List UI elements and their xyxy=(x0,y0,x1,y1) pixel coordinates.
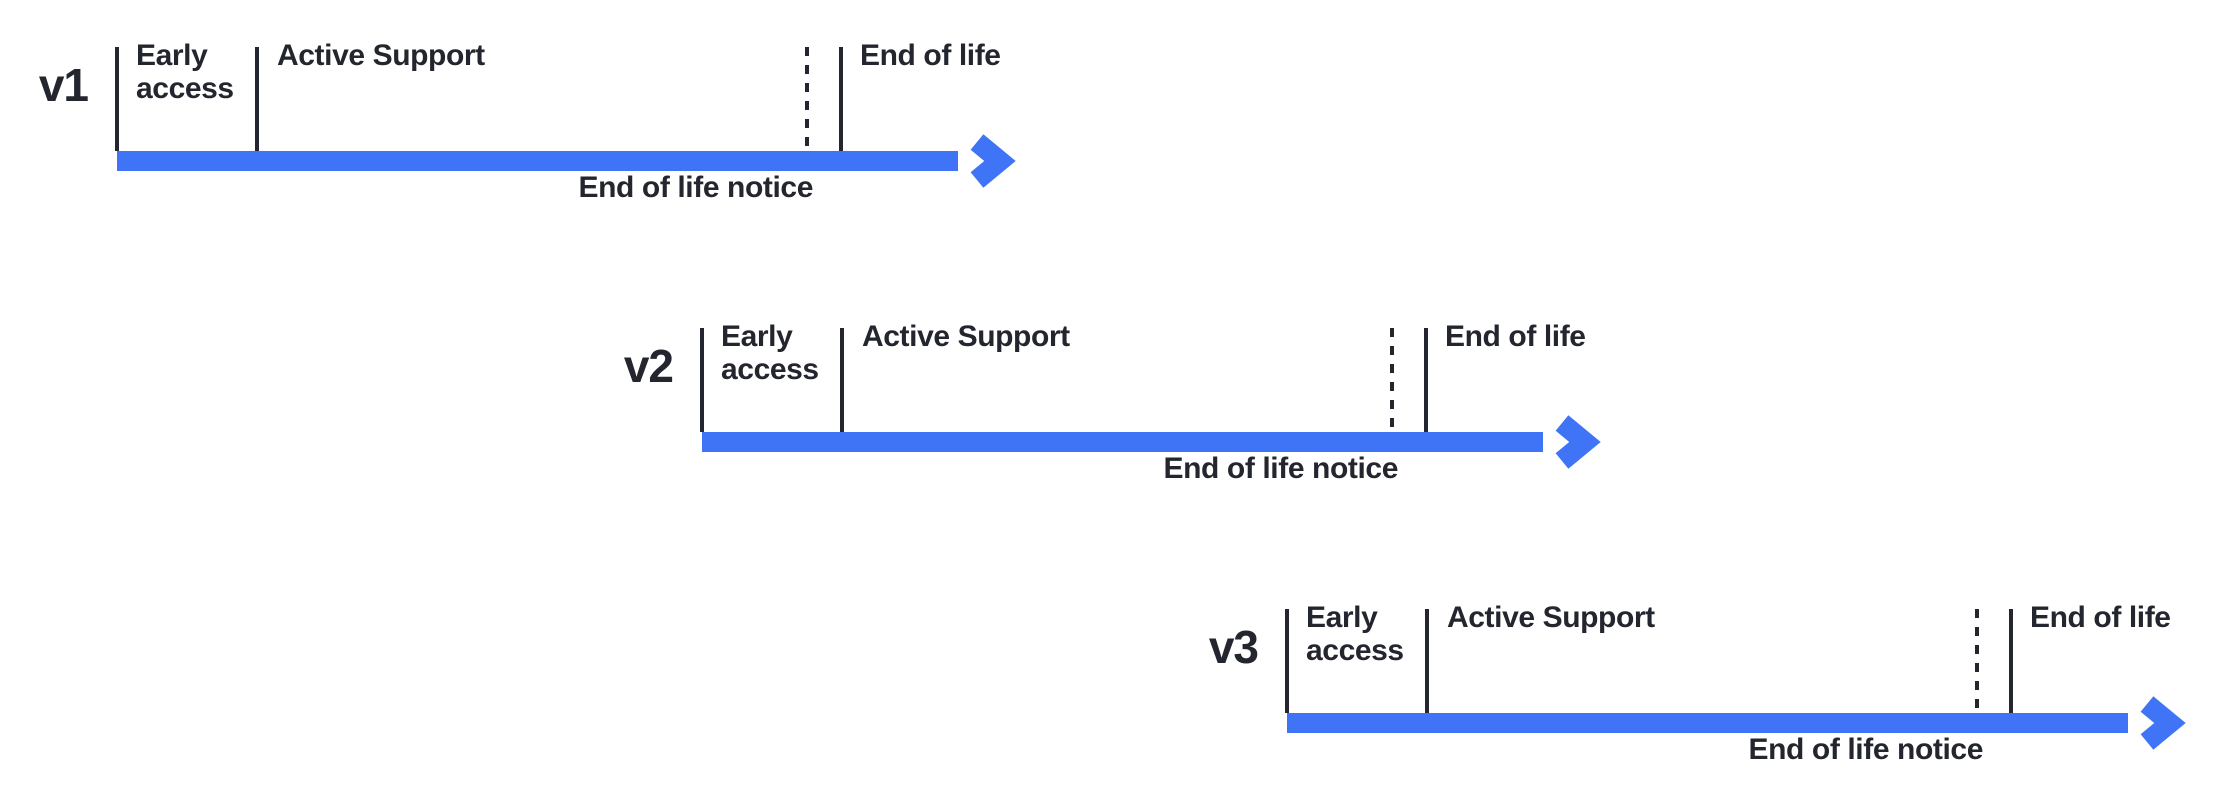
active-support-label: Active Support xyxy=(1447,601,1655,634)
version-label: v1 xyxy=(38,59,89,111)
early-access-label: Early access xyxy=(1306,601,1404,667)
end-of-life-label: End of life xyxy=(1445,320,1586,353)
timeline-graphic xyxy=(700,328,1601,469)
timeline-arrowhead xyxy=(970,134,1016,188)
timeline-graphic xyxy=(1285,609,2186,750)
lifecycle-row-v2: v2 Early access Active Support End of li… xyxy=(585,281,1625,513)
active-support-label: Active Support xyxy=(862,320,1070,353)
end-of-life-notice-label: End of life notice xyxy=(1748,733,1984,766)
version-label: v3 xyxy=(1208,621,1259,673)
lifecycle-row-v1: v1 Early access Active Support End of li… xyxy=(0,0,1040,232)
timeline-arrowhead xyxy=(2140,696,2186,750)
end-of-life-label: End of life xyxy=(2030,601,2171,634)
active-support-label: Active Support xyxy=(277,39,485,72)
early-access-label: Early access xyxy=(136,39,234,105)
end-of-life-label: End of life xyxy=(860,39,1001,72)
timeline-bar xyxy=(117,151,958,171)
early-access-label: Early access xyxy=(721,320,819,386)
timeline-arrowhead xyxy=(1555,415,1601,469)
end-of-life-notice-label: End of life notice xyxy=(1163,452,1399,485)
end-of-life-notice-label: End of life notice xyxy=(578,171,814,204)
version-label: v2 xyxy=(623,340,674,392)
lifecycle-row-v3: v3 Early access Active Support End of li… xyxy=(1170,562,2210,794)
timeline-bar xyxy=(1287,713,2128,733)
timeline-graphic xyxy=(115,47,1016,188)
timeline-bar xyxy=(702,432,1543,452)
